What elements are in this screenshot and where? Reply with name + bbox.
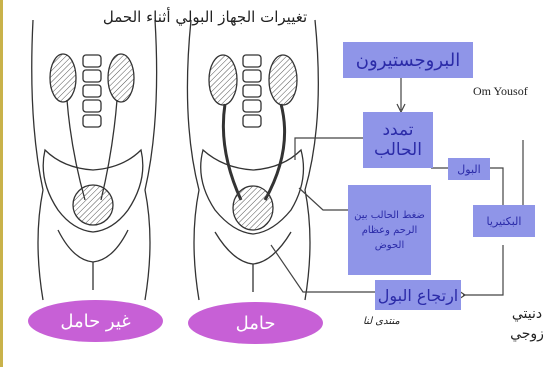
ureter-dilation-box: تمدد الحالب xyxy=(363,112,433,168)
site-name: دنيتي زوجي xyxy=(503,305,551,344)
diagram-title: تغييرات الجهاز البولي أثناء الحمل xyxy=(65,8,345,26)
pregnant-label: حامل xyxy=(188,302,323,344)
progesterone-label: البروجستيرون xyxy=(356,50,460,71)
site-name-line1: دنيتي xyxy=(503,305,551,325)
bacteria-box: البكتيريا xyxy=(473,205,535,237)
not-pregnant-label: غير حامل xyxy=(28,300,163,342)
dilation-label-line1: تمدد xyxy=(382,120,413,140)
progesterone-box: البروجستيرون xyxy=(343,42,473,78)
forum-watermark: منتدى لنا xyxy=(363,316,400,327)
reflux-label: ارتجاع البول xyxy=(378,286,459,305)
author-credit: Om Yousof xyxy=(473,84,528,99)
figure-pregnant xyxy=(187,20,318,300)
urine-box: البول xyxy=(448,158,490,180)
ureter-pressure-box: ضغط الحالب بين الرحم وعظام الحوض xyxy=(348,185,431,275)
pressure-label: ضغط الحالب بين الرحم وعظام الحوض xyxy=(350,208,429,253)
bacteria-label: البكتيريا xyxy=(487,215,522,228)
dilation-label-line2: الحالب xyxy=(374,140,422,160)
pregnant-text: حامل xyxy=(236,313,276,334)
urine-label: البول xyxy=(457,163,480,176)
urine-reflux-box: ارتجاع البول xyxy=(375,280,461,310)
figure-not-pregnant xyxy=(32,20,157,300)
site-name-line2: زوجي xyxy=(503,325,551,345)
not-pregnant-text: غير حامل xyxy=(60,311,130,332)
